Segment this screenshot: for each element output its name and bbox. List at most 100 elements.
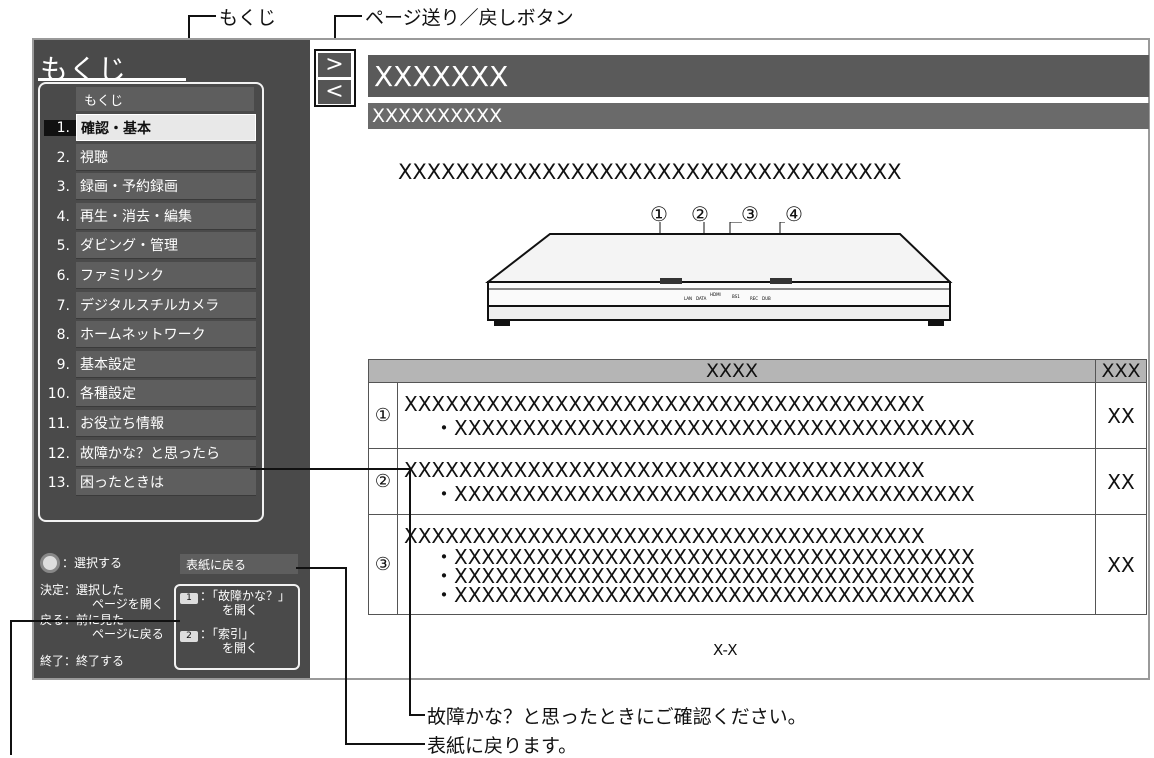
next-page-button[interactable]: > xyxy=(318,53,351,77)
key-2-text: ：「索引」 xyxy=(200,627,255,641)
toc-item-9[interactable]: 9. 基本設定 xyxy=(44,351,256,378)
toc-item-label: ホームネットワーク xyxy=(76,321,256,348)
toc-item-label: 基本設定 xyxy=(76,351,256,378)
row-line: XXXXXXXXXXXXXXXXXXXXXXXXXXXXXXXXXXXXXX xyxy=(404,524,925,548)
cover-callout-line-h1 xyxy=(296,567,346,569)
toc-item-1[interactable]: 1.確認・基本 xyxy=(44,114,256,141)
table-header-row: XXXX XXX xyxy=(368,359,1147,383)
toc-callout: もくじ xyxy=(219,7,277,29)
page-title: XXXXXXX xyxy=(368,55,1149,97)
spec-table: XXXX XXX ① XXXXXXXXXXXXXXXXXXXXXXXXXXXXX… xyxy=(368,359,1147,615)
dpad-icon xyxy=(40,553,60,573)
trouble-callout-line-v xyxy=(409,468,411,715)
toc-item-number: 2. xyxy=(56,149,70,166)
row-index: ③ xyxy=(368,514,398,615)
key-1-badge: 1 xyxy=(180,593,198,604)
toc-item-10[interactable]: 10. 各種設定 xyxy=(44,380,256,407)
table-row: ② XXXXXXXXXXXXXXXXXXXXXXXXXXXXXXXXXXXXXX… xyxy=(368,448,1147,515)
key-1-text: ：「故障かな？」 xyxy=(200,589,291,603)
toc-item-number: 13. xyxy=(47,474,70,491)
table-header-val: XXX xyxy=(1095,359,1147,383)
table-row: ③ XXXXXXXXXXXXXXXXXXXXXXXXXXXXXXXXXXXXXX… xyxy=(368,514,1147,615)
toc-item-12[interactable]: 12. 故障かな？と思ったら xyxy=(44,440,256,467)
row-value: XX xyxy=(1095,514,1147,615)
toc-item-3[interactable]: 3. 録画・予約録画 xyxy=(44,173,256,200)
label-hdmi: HDMI xyxy=(710,292,721,297)
toc-item-label: ファミリンク xyxy=(76,262,256,289)
toc-item-label: 再生・消去・編集 xyxy=(76,203,256,230)
help-select: ：選択する xyxy=(62,556,123,570)
pager-callout-line-h xyxy=(334,15,362,17)
shortcut-keys-box xyxy=(174,584,300,670)
marker-3: ③ xyxy=(741,202,759,226)
marker-2: ② xyxy=(691,202,709,226)
toc-item-number: 11. xyxy=(47,415,70,432)
toc-item-number: 3. xyxy=(56,178,70,195)
toc-header[interactable]: もくじ xyxy=(76,87,254,111)
toc-item-6[interactable]: 6. ファミリンク xyxy=(44,262,256,289)
toc-item-number: 5. xyxy=(56,237,70,254)
row-sub-item: ・XXXXXXXXXXXXXXXXXXXXXXXXXXXXXXXXXXXXXX xyxy=(434,481,975,506)
cover-callout-line-v xyxy=(345,567,347,744)
help-exit: 終了：終了する xyxy=(40,654,125,668)
toc-item-number: 6. xyxy=(56,267,70,284)
toc-item-13[interactable]: 13.困ったときは xyxy=(44,469,256,496)
label-rec: REC xyxy=(750,296,758,301)
toc-item-label: ダビング・管理 xyxy=(76,232,256,259)
toc-callout-line-h xyxy=(188,15,216,17)
toc-item-label: デジタルスチルカメラ xyxy=(76,292,256,319)
toc-item-2[interactable]: 2. 視聴 xyxy=(44,144,256,171)
intro-text: XXXXXXXXXXXXXXXXXXXXXXXXXXXXXXXXXXX xyxy=(398,160,902,184)
toc-item-number: 10. xyxy=(47,385,70,402)
keys-callout-line-v xyxy=(10,620,12,755)
row-line: XXXXXXXXXXXXXXXXXXXXXXXXXXXXXXXXXXXXXX xyxy=(404,391,925,416)
key-2-badge: 2 xyxy=(180,631,198,642)
row-sub-item: ・XXXXXXXXXXXXXXXXXXXXXXXXXXXXXXXXXXXXXX xyxy=(434,415,975,440)
trouble-callout-line-h2 xyxy=(409,714,425,716)
row-line: XXXXXXXXXXXXXXXXXXXXXXXXXXXXXXXXXXXXXX xyxy=(404,457,925,482)
toc-item-11[interactable]: 11. お役立ち情報 xyxy=(44,410,256,437)
toc-item-label: 故障かな？と思ったら xyxy=(76,440,256,467)
page-subtitle: XXXXXXXXXX xyxy=(368,103,1149,129)
toc-item-number: 8. xyxy=(56,326,70,343)
toc-item-label: お役立ち情報 xyxy=(76,410,256,437)
toc-item-4[interactable]: 4. 再生・消去・編集 xyxy=(44,203,256,230)
row-sub-item: ・XXXXXXXXXXXXXXXXXXXXXXXXXXXXXXXXXXXXXX xyxy=(434,583,975,607)
cover-callout: 表紙に戻ります。 xyxy=(427,735,578,757)
toc-item-8[interactable]: 8. ホームネットワーク xyxy=(44,321,256,348)
table-row: ① XXXXXXXXXXXXXXXXXXXXXXXXXXXXXXXXXXXXXX… xyxy=(368,382,1147,449)
toc-item-label: 録画・予約録画 xyxy=(76,173,256,200)
marker-1: ① xyxy=(650,202,668,226)
toc-item-label: 各種設定 xyxy=(76,380,256,407)
sidebar-title-underline xyxy=(38,78,186,81)
toc-item-number: 4. xyxy=(56,208,70,225)
toc-item-label: 確認・基本 xyxy=(76,114,256,141)
label-data: DATA xyxy=(696,296,707,301)
recorder-illustration: LAN DATA HDMI BS1 REC DUB xyxy=(485,222,953,326)
row-index: ② xyxy=(368,448,398,515)
row-value: XX xyxy=(1095,382,1147,449)
keys-callout-line-h xyxy=(10,620,180,622)
toc-menu xyxy=(38,82,264,522)
help-back-2: ページに戻る xyxy=(92,627,164,641)
key-2-text-2: を開く xyxy=(222,641,259,655)
label-dub: DUB xyxy=(762,296,771,301)
toc-item-label: 視聴 xyxy=(76,144,256,171)
toc-item-number: 7. xyxy=(56,297,70,314)
back-to-cover-button[interactable]: 表紙に戻る xyxy=(180,554,298,574)
toc-item-number: 1. xyxy=(44,119,76,136)
label-lan: LAN xyxy=(684,296,692,301)
row-sub-item: ・XXXXXXXXXXXXXXXXXXXXXXXXXXXXXXXXXXXXXX xyxy=(434,564,975,588)
toc-item-5[interactable]: 5. ダビング・管理 xyxy=(44,232,256,259)
toc-item-number: 12. xyxy=(47,445,70,462)
trouble-callout: 故障かな？と思ったときにご確認ください。 xyxy=(427,706,807,728)
label-bs1: BS1 xyxy=(732,294,740,299)
marker-4: ④ xyxy=(785,202,803,226)
page-number: X-X xyxy=(713,641,738,659)
prev-page-button[interactable]: < xyxy=(318,80,351,104)
row-value: XX xyxy=(1095,448,1147,515)
cover-callout-line-h2 xyxy=(345,743,425,745)
help-enter-1: 決定：選択した xyxy=(40,583,125,597)
toc-item-number: 9. xyxy=(56,356,70,373)
toc-item-7[interactable]: 7. デジタルスチルカメラ xyxy=(44,292,256,319)
